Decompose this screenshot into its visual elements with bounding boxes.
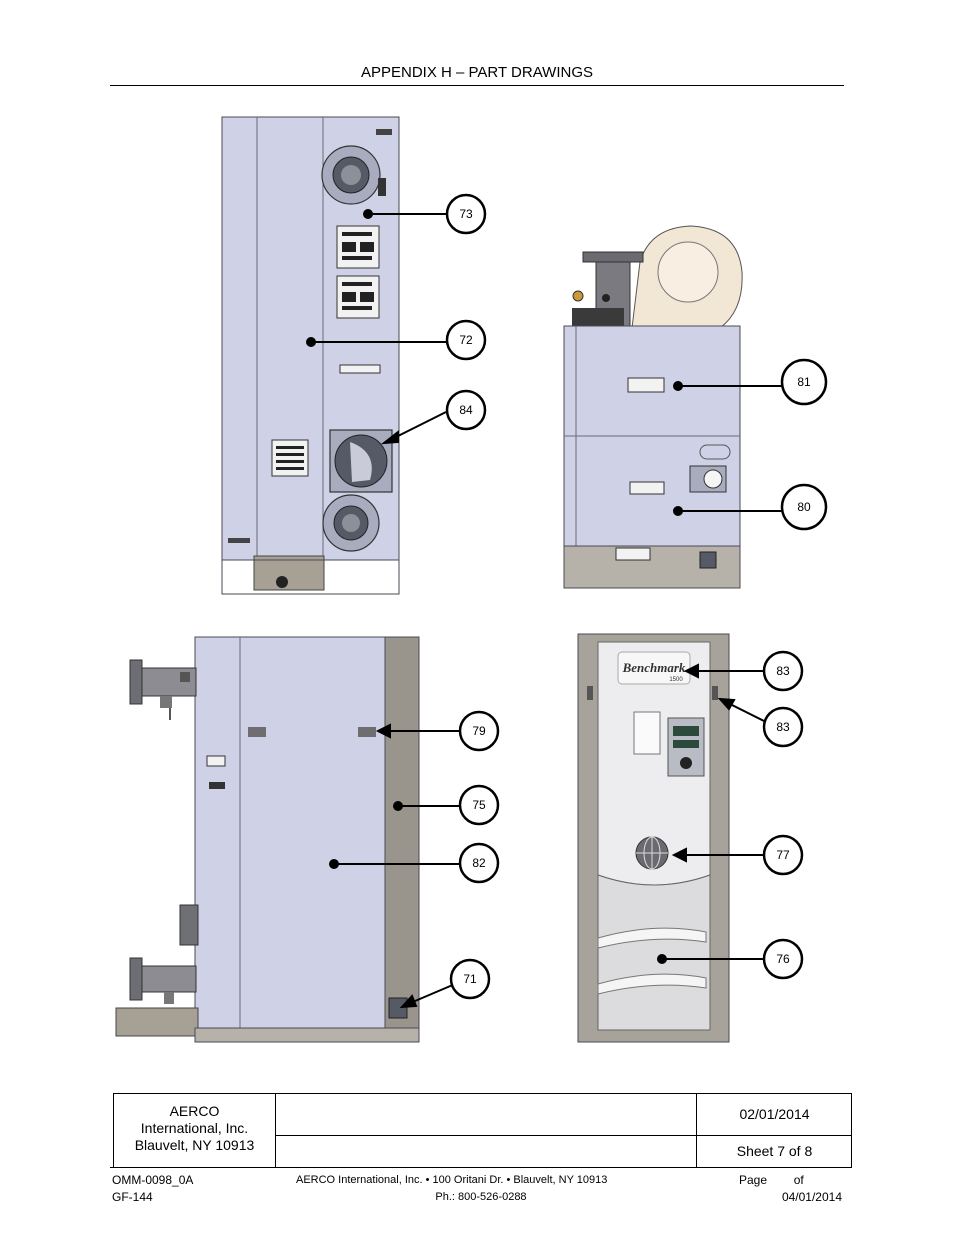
callout-81: 81 <box>780 358 828 406</box>
title-block: AERCO International, Inc. Blauvelt, NY 1… <box>113 1093 852 1168</box>
svg-text:1500: 1500 <box>669 677 683 683</box>
blower-side-view-drawing <box>563 225 743 589</box>
footer-address: AERCO International, Inc. • 100 Oritani … <box>296 1174 608 1186</box>
footer-rule <box>110 1167 844 1168</box>
callout-77: 77 <box>762 834 804 876</box>
callout-72: 72 <box>445 319 487 361</box>
svg-text:76: 76 <box>776 952 790 966</box>
company-location: Blauvelt, NY 10913 <box>134 1137 255 1153</box>
svg-text:79: 79 <box>472 724 486 738</box>
benchmark-logo-text: Benchmark <box>622 660 686 675</box>
svg-text:83: 83 <box>776 720 790 734</box>
callout-75: 75 <box>458 784 500 826</box>
title-block-divider <box>276 1135 851 1136</box>
callout-83-latch: 83 <box>762 706 804 748</box>
svg-text:77: 77 <box>776 848 790 862</box>
sheet-number: Sheet 7 of 8 <box>736 1143 813 1159</box>
revision-date: 04/01/2014 <box>781 1190 842 1204</box>
svg-text:80: 80 <box>797 500 811 514</box>
callout-73: 73 <box>445 193 487 235</box>
svg-text:81: 81 <box>797 375 811 389</box>
callout-76: 76 <box>762 938 804 980</box>
svg-text:73: 73 <box>459 207 473 221</box>
callout-80: 80 <box>780 483 828 531</box>
form-number: GF-144 <box>112 1190 153 1204</box>
company-cell: AERCO International, Inc. Blauvelt, NY 1… <box>114 1094 276 1168</box>
svg-text:71: 71 <box>463 972 477 986</box>
left-side-view-drawing <box>115 636 420 1043</box>
callout-83-logo: 83 <box>762 650 804 692</box>
page-title: APPENDIX H – PART DRAWINGS <box>361 64 593 81</box>
company-name: AERCO <box>169 1103 220 1119</box>
company-suffix: International, Inc. <box>140 1120 249 1136</box>
callout-84: 84 <box>445 389 487 431</box>
callout-82: 82 <box>458 842 500 884</box>
issue-date: 02/01/2014 <box>739 1106 810 1122</box>
part-drawings: Benchmark 1500 73 <box>115 116 828 1043</box>
doc-number: OMM-0098_0A <box>112 1173 194 1187</box>
svg-text:83: 83 <box>776 664 790 678</box>
front-view-drawing: Benchmark 1500 <box>577 633 730 1043</box>
callout-79: 79 <box>458 710 500 752</box>
svg-text:75: 75 <box>472 798 486 812</box>
callout-71: 71 <box>449 958 491 1000</box>
footer-phone: Ph.: 800-526-0288 <box>435 1191 527 1203</box>
rear-view-drawing <box>221 116 400 595</box>
svg-text:72: 72 <box>459 333 473 347</box>
header-rule <box>110 85 844 86</box>
leader-lines <box>306 209 782 1009</box>
svg-text:82: 82 <box>472 856 486 870</box>
page-label: Page of <box>739 1173 804 1187</box>
title-cell <box>276 1094 697 1168</box>
svg-text:84: 84 <box>459 403 473 417</box>
